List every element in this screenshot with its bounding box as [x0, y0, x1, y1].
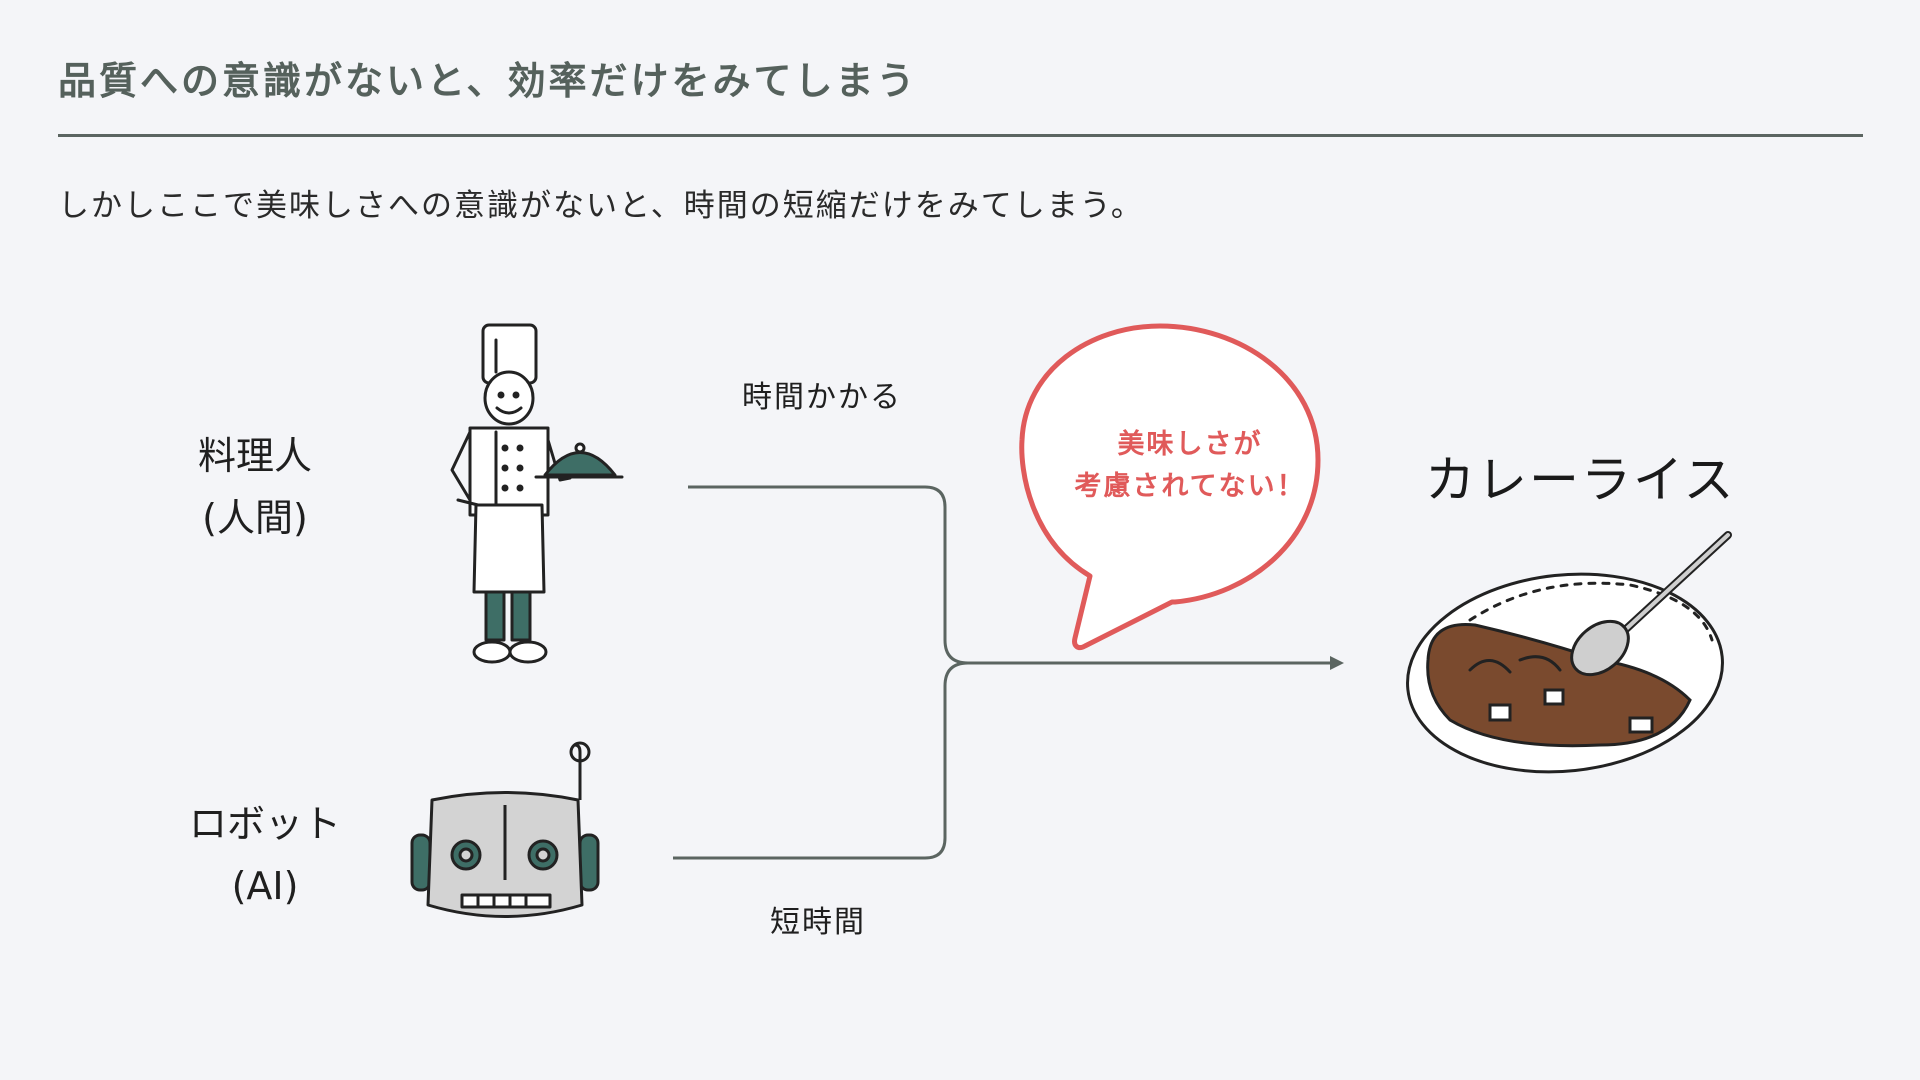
chef-illustration	[450, 323, 624, 664]
robot-illustration	[410, 741, 600, 918]
human-label-line2: (人間)	[202, 496, 308, 540]
page-subtitle: しかしここで美味しさへの意識がないと、時間の短縮だけをみてしまう。	[58, 188, 1144, 224]
flow-line-human	[688, 485, 969, 665]
page-title: 品質への意識がないと、効率だけをみてしまう	[58, 59, 918, 103]
result-label: カレーライス	[1425, 451, 1736, 509]
flow-line-robot	[673, 661, 969, 860]
edge-label-slow: 時間かかる	[742, 380, 902, 415]
robot-label-line1: ロボット	[188, 802, 341, 846]
speech-bubble-icon	[1019, 323, 1321, 651]
speech-bubble-line2: 考慮されてない！	[1074, 471, 1306, 502]
curry-rice-illustration	[1406, 531, 1732, 774]
robot-label-line2: (AI)	[231, 864, 299, 908]
edge-label-fast: 短時間	[770, 905, 866, 940]
speech-bubble-text: 美味しさが 考慮されてない！	[1040, 424, 1340, 508]
speech-bubble-line1: 美味しさが	[1117, 429, 1263, 460]
human-label: 料理人 (人間)	[190, 425, 320, 549]
human-label-line1: 料理人	[197, 434, 312, 478]
robot-label: ロボット (AI)	[180, 793, 350, 917]
title-divider	[58, 134, 1863, 137]
